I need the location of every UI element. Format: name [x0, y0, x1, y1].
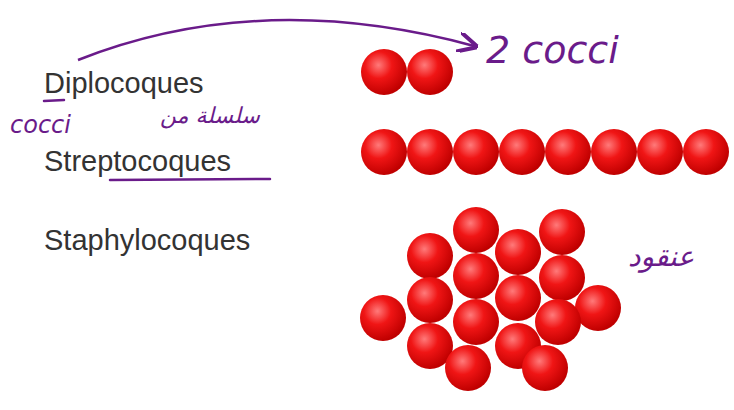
coccus-sphere	[445, 345, 491, 391]
coccus-sphere	[539, 209, 585, 255]
coccus-sphere	[407, 277, 453, 323]
coccus-sphere	[683, 129, 729, 175]
coccus-sphere	[637, 129, 683, 175]
coccus-sphere	[361, 49, 407, 95]
handwritten-underline	[44, 100, 64, 101]
handwritten-underline	[110, 179, 270, 180]
arrangement-name: Staphylocoques	[44, 225, 250, 257]
coccus-sphere	[407, 49, 453, 95]
coccus-sphere	[499, 129, 545, 175]
coccus-sphere	[545, 129, 591, 175]
coccus-sphere	[360, 295, 406, 341]
coccus-sphere	[453, 207, 499, 253]
coccus-sphere	[453, 253, 499, 299]
coccus-sphere	[575, 285, 621, 331]
coccus-sphere	[495, 229, 541, 275]
coccus-sphere	[495, 275, 541, 321]
annotation-arrow	[78, 20, 474, 60]
coccus-sphere	[591, 129, 637, 175]
coccus-sphere	[407, 233, 453, 279]
coccus-sphere	[535, 299, 581, 345]
coccus-sphere	[453, 299, 499, 345]
handwritten-note: عنقود	[628, 242, 694, 273]
arrangement-name: Diplocoques	[44, 68, 204, 100]
handwritten-note: 2 cocci	[486, 30, 619, 72]
coccus-sphere	[407, 129, 453, 175]
handwritten-note: cocci	[10, 112, 71, 138]
coccus-sphere	[539, 255, 585, 301]
arrangement-name: Streptocoques	[44, 146, 231, 178]
coccus-sphere	[453, 129, 499, 175]
coccus-sphere	[522, 345, 568, 391]
coccus-sphere	[361, 129, 407, 175]
handwritten-note: سلسلة من	[160, 104, 260, 128]
